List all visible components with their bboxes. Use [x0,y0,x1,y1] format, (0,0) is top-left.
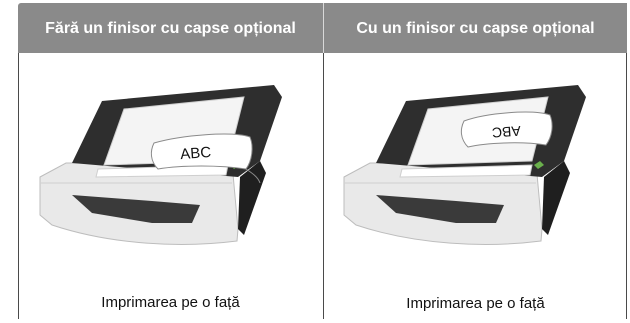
caption-right: Imprimarea pe o față [406,295,545,312]
paper-label-abc-rotated: ABC [491,123,521,141]
paper-tray-illustration-right: ABC [336,65,618,260]
table-border-right [626,53,627,319]
table-border-middle [323,53,324,319]
paper-label-abc: ABC [180,144,212,163]
paper-tray-illustration-left: ABC [32,65,314,260]
column-header-label: Cu un finisor cu capse opțional [356,19,595,37]
instruction-table: Fără un finisor cu capse opțional Cu un … [18,3,627,319]
paper-tray-rotated-abc-icon: ABC [343,85,586,245]
column-header-label: Fără un finisor cu capse opțional [45,19,296,37]
column-header-with-stapler: Cu un finisor cu capse opțional [324,3,627,53]
column-header-without-stapler: Fără un finisor cu capse opțional [18,3,323,53]
paper-tray-upright-abc-icon: ABC [39,85,282,245]
table-border-left [18,53,19,319]
header-divider [323,3,324,53]
caption-left: Imprimarea pe o față [101,294,240,311]
